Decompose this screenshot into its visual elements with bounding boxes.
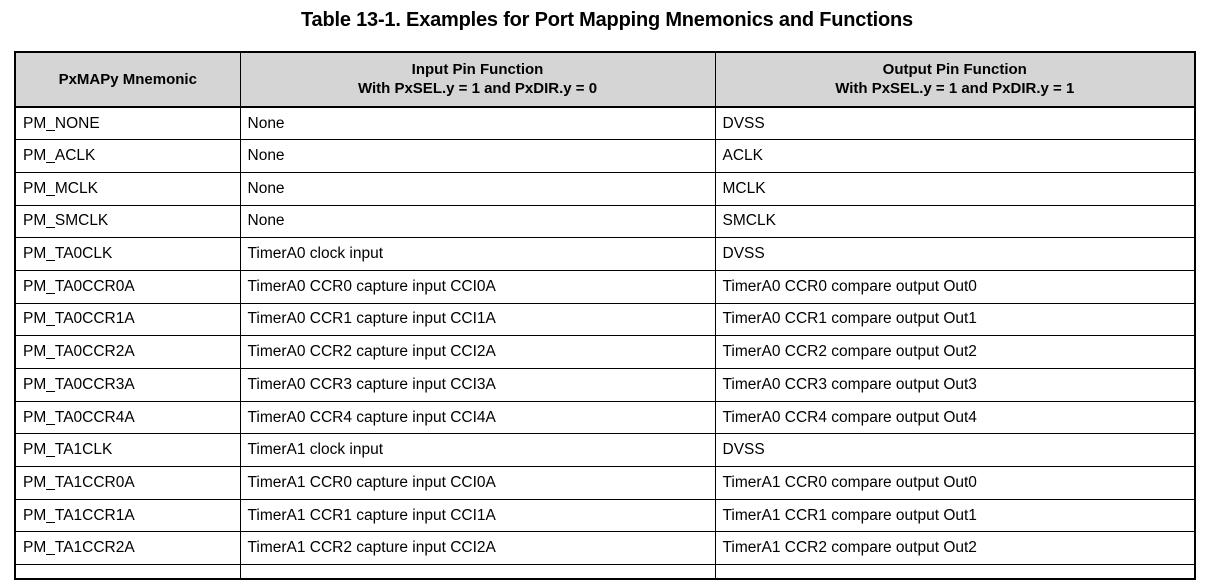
cell-input-function: TimerA0 clock input: [239, 237, 716, 271]
cell-output-function: DVSS: [714, 433, 1196, 468]
cell-output-function: TimerA0 CCR1 compare output Out1: [714, 302, 1196, 337]
cell-input-function: TimerA1 CCR1 capture input CCI1A: [239, 498, 716, 533]
table-header: PxMAPy Mnemonic Input Pin Function With …: [14, 51, 1196, 108]
cell-input-function: [239, 564, 716, 579]
cell-mnemonic: PM_TA0CCR0A: [14, 269, 241, 304]
cell-output-function: TimerA0 CCR3 compare output Out3: [714, 368, 1196, 402]
cell-input-function: None: [239, 139, 716, 173]
cell-input-function: TimerA0 CCR4 capture input CCI4A: [239, 400, 716, 435]
cell-output-function: DVSS: [714, 237, 1196, 271]
cell-mnemonic: PM_TA1CLK: [14, 433, 241, 468]
column-header-input-line2: With PxSEL.y = 1 and PxDIR.y = 0: [357, 80, 598, 97]
cell-input-function: None: [239, 204, 716, 239]
cell-mnemonic: PM_ACLK: [14, 139, 241, 173]
cell-input-function: TimerA0 CCR1 capture input CCI1A: [239, 302, 716, 337]
table-header-row: PxMAPy Mnemonic Input Pin Function With …: [14, 51, 1196, 108]
cell-output-function: TimerA1 CCR1 compare output Out1: [714, 498, 1196, 533]
cell-mnemonic: PM_NONE: [14, 106, 241, 141]
cell-mnemonic: PM_TA1CCR1A: [14, 498, 241, 533]
column-header-input-line1: Input Pin Function: [411, 61, 544, 78]
cell-output-function: SMCLK: [714, 204, 1196, 239]
column-header-output-line2: With PxSEL.y = 1 and PxDIR.y = 1: [835, 80, 1075, 97]
column-header-mnemonic-line1: PxMAPy Mnemonic: [58, 70, 197, 88]
cell-mnemonic: PM_TA0CCR1A: [14, 302, 241, 337]
cell-output-function: TimerA1 CCR0 compare output Out0: [714, 466, 1196, 500]
column-header-mnemonic: PxMAPy Mnemonic: [14, 51, 241, 108]
cell-mnemonic: [14, 564, 241, 579]
cell-mnemonic: PM_TA0CLK: [14, 237, 241, 271]
table-row-partial: [14, 564, 1196, 579]
cell-mnemonic: PM_SMCLK: [14, 204, 241, 239]
cell-output-function: [714, 564, 1196, 579]
cell-input-function: TimerA0 CCR2 capture input CCI2A: [239, 335, 716, 369]
cell-mnemonic: PM_TA1CCR2A: [14, 531, 241, 566]
cell-input-function: TimerA1 CCR0 capture input CCI0A: [239, 466, 716, 500]
cell-input-function: TimerA1 clock input: [239, 433, 716, 468]
cell-mnemonic: PM_MCLK: [14, 171, 241, 206]
column-header-output-line1: Output Pin Function: [882, 61, 1027, 78]
cell-input-function: TimerA0 CCR0 capture input CCI0A: [239, 269, 716, 304]
cell-output-function: TimerA0 CCR4 compare output Out4: [714, 400, 1196, 435]
cell-mnemonic: PM_TA0CCR3A: [14, 368, 241, 402]
cell-mnemonic: PM_TA0CCR2A: [14, 335, 241, 369]
table-title: Table 13-1. Examples for Port Mapping Mn…: [301, 9, 913, 31]
cell-output-function: TimerA0 CCR0 compare output Out0: [714, 269, 1196, 304]
cell-input-function: TimerA0 CCR3 capture input CCI3A: [239, 368, 716, 402]
cell-output-function: DVSS: [714, 106, 1196, 141]
cell-mnemonic: PM_TA0CCR4A: [14, 400, 241, 435]
cell-output-function: ACLK: [714, 139, 1196, 173]
cell-input-function: None: [239, 106, 716, 141]
cell-output-function: TimerA1 CCR2 compare output Out2: [714, 531, 1196, 566]
port-mapping-table: PxMAPy Mnemonic Input Pin Function With …: [14, 51, 1196, 580]
cell-input-function: TimerA1 CCR2 capture input CCI2A: [239, 531, 716, 566]
cell-output-function: MCLK: [714, 171, 1196, 206]
cell-output-function: TimerA0 CCR2 compare output Out2: [714, 335, 1196, 369]
column-header-output-pin-function: Output Pin Function With PxSEL.y = 1 and…: [714, 51, 1196, 108]
column-header-input-pin-function: Input Pin Function With PxSEL.y = 1 and …: [239, 51, 716, 108]
cell-input-function: None: [239, 171, 716, 206]
cell-mnemonic: PM_TA1CCR0A: [14, 466, 241, 500]
table-container: PxMAPy Mnemonic Input Pin Function With …: [14, 51, 1196, 580]
